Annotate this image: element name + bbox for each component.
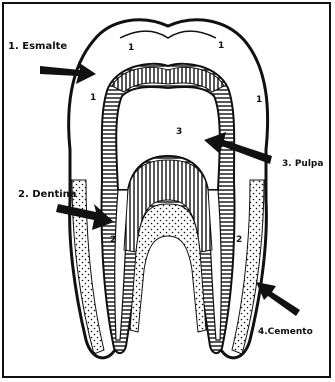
label-enamel: 1. Esmalte xyxy=(8,42,67,52)
label-pulp: 3. Pulpa xyxy=(282,160,323,169)
arrow-cement xyxy=(256,282,300,316)
label-dentine: 2. Dentina xyxy=(18,190,77,200)
region-number-enamel-top-right: 1 xyxy=(218,42,224,51)
region-number-enamel-left: 1 xyxy=(90,94,96,103)
inner-cementum-arch xyxy=(130,204,206,332)
label-cement: 4.Cemento xyxy=(258,328,313,337)
region-number-enamel-top-left: 1 xyxy=(128,44,134,53)
region-number-dentine-right: 2 xyxy=(236,236,242,245)
region-number-pulp: 3 xyxy=(176,128,182,137)
region-number-enamel-right: 1 xyxy=(256,96,262,105)
region-number-dentine-left: 2 xyxy=(110,236,116,245)
